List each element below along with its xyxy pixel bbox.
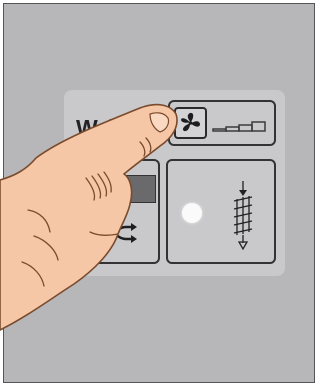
screen-frame: Weller®: [3, 3, 315, 383]
standby-button[interactable]: [166, 159, 276, 264]
control-panel: Weller®: [64, 90, 285, 276]
mode-button[interactable]: [74, 159, 160, 264]
shuffle-icon: [102, 223, 138, 243]
level-bars-icon: [212, 120, 268, 132]
mode-display: [126, 175, 156, 203]
weller-logo: Weller®: [76, 115, 144, 142]
fan-icon-frame: [174, 107, 207, 139]
registered-mark: ®: [139, 115, 144, 122]
fan-icon: [178, 111, 203, 135]
standby-heating-icon: [228, 179, 258, 253]
brand-name: Weller: [76, 115, 139, 141]
led-indicator: [182, 203, 202, 223]
fan-level-button[interactable]: [168, 100, 276, 146]
